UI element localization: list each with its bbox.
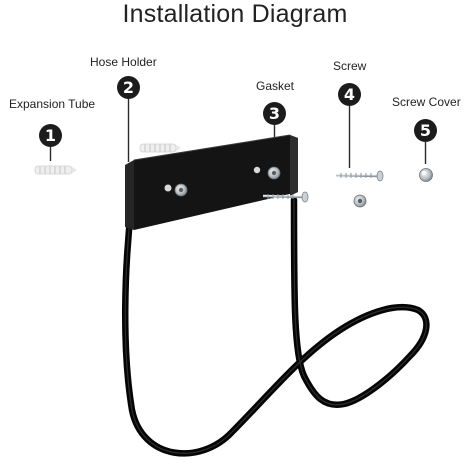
label-screw-cover: Screw Cover	[392, 95, 461, 109]
leader-lines	[49, 99, 427, 168]
badge-5: 5	[414, 119, 437, 142]
expansion-tube-icon	[34, 143, 181, 175]
screw-icon	[262, 170, 384, 203]
badge-4: 4	[338, 83, 361, 106]
diagram-title: Installation Diagram	[122, 0, 348, 28]
badge-3: 3	[263, 102, 286, 125]
hose-holder-plate	[125, 134, 298, 230]
label-hose-holder: Hose Holder	[90, 55, 157, 69]
gasket-icon	[174, 166, 281, 197]
badge-1: 1	[39, 124, 62, 147]
label-gasket: Gasket	[256, 79, 295, 93]
hose-holder-hook	[121, 196, 430, 457]
loose-gasket-icon	[353, 194, 367, 208]
plate-hole-right	[253, 166, 261, 174]
screw-cover-icon	[419, 168, 433, 182]
plate-hole-left	[164, 184, 172, 192]
label-expansion-tube: Expansion Tube	[9, 97, 96, 111]
label-screw: Screw	[333, 59, 367, 73]
badge-2: 2	[117, 76, 140, 99]
